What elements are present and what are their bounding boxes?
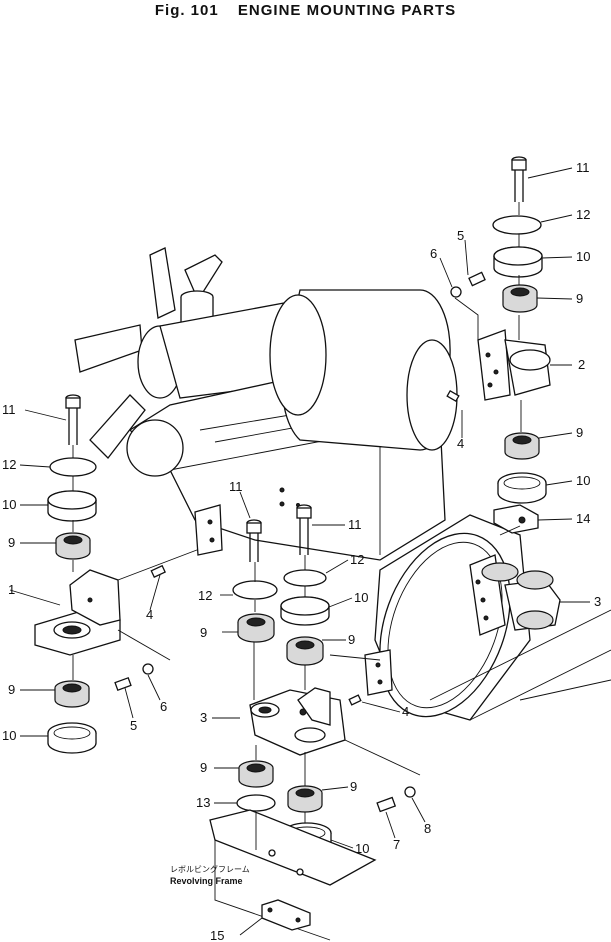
callout-6: 6: [430, 246, 437, 261]
callout-11: 11: [2, 402, 16, 417]
callout-7: 7: [393, 837, 400, 852]
callout-12: 12: [576, 207, 590, 222]
callout-3: 3: [594, 594, 601, 609]
callout-5: 5: [457, 228, 464, 243]
callout-4: 4: [402, 704, 409, 719]
figure-name: ENGINE MOUNTING PARTS: [237, 2, 457, 19]
frame-label-japanese: レボルビングフレーム: [170, 864, 250, 874]
callout-11: 11: [348, 517, 362, 532]
leader-lines: [9, 167, 590, 936]
callout-11: 11: [576, 160, 590, 175]
callout-10: 10: [355, 841, 369, 856]
figure-number: Fig. 101: [154, 2, 219, 19]
callout-3: 3: [200, 710, 207, 725]
callout-10: 10: [354, 590, 368, 605]
callout-12: 12: [350, 552, 364, 567]
callout-11: 11: [229, 479, 243, 494]
flywheel-mount-bracket: [469, 554, 561, 636]
callout-9: 9: [8, 682, 15, 697]
callout-12: 12: [2, 457, 16, 472]
callout-2: 2: [578, 357, 585, 372]
callout-4: 4: [457, 436, 464, 451]
callout-5: 5: [130, 718, 137, 733]
callout-9: 9: [200, 760, 207, 775]
right-rear-mount-stack: [450, 156, 551, 534]
callout-9: 9: [200, 625, 207, 640]
callout-10: 10: [2, 497, 16, 512]
frame-label-english: Revolving Frame: [170, 876, 243, 886]
callout-9: 9: [350, 779, 357, 794]
figure-title: Fig. 101 ENGINE MOUNTING PARTS: [0, 2, 611, 19]
callout-14: 14: [576, 511, 590, 526]
callout-6: 6: [160, 699, 167, 714]
callout-9: 9: [576, 425, 583, 440]
callout-8: 8: [424, 821, 431, 836]
center-mount-stack: [209, 504, 421, 941]
callout-9: 9: [8, 535, 15, 550]
left-front-mount-stack: [34, 394, 223, 754]
callout-10: 10: [576, 249, 590, 264]
callout-10: 10: [2, 728, 16, 743]
callout-10: 10: [576, 473, 590, 488]
callout-9: 9: [576, 291, 583, 306]
callout-4: 4: [146, 607, 153, 622]
callout-numbers: 11 12 10 9 2 9 10 14 3 4 5 6 11 12 10 9 …: [2, 160, 601, 942]
callout-1: 1: [8, 582, 15, 597]
callout-13: 13: [196, 795, 210, 810]
engine-assembly: [74, 247, 611, 721]
callout-15: 15: [210, 928, 224, 942]
callout-12: 12: [198, 588, 212, 603]
callout-9: 9: [348, 632, 355, 647]
